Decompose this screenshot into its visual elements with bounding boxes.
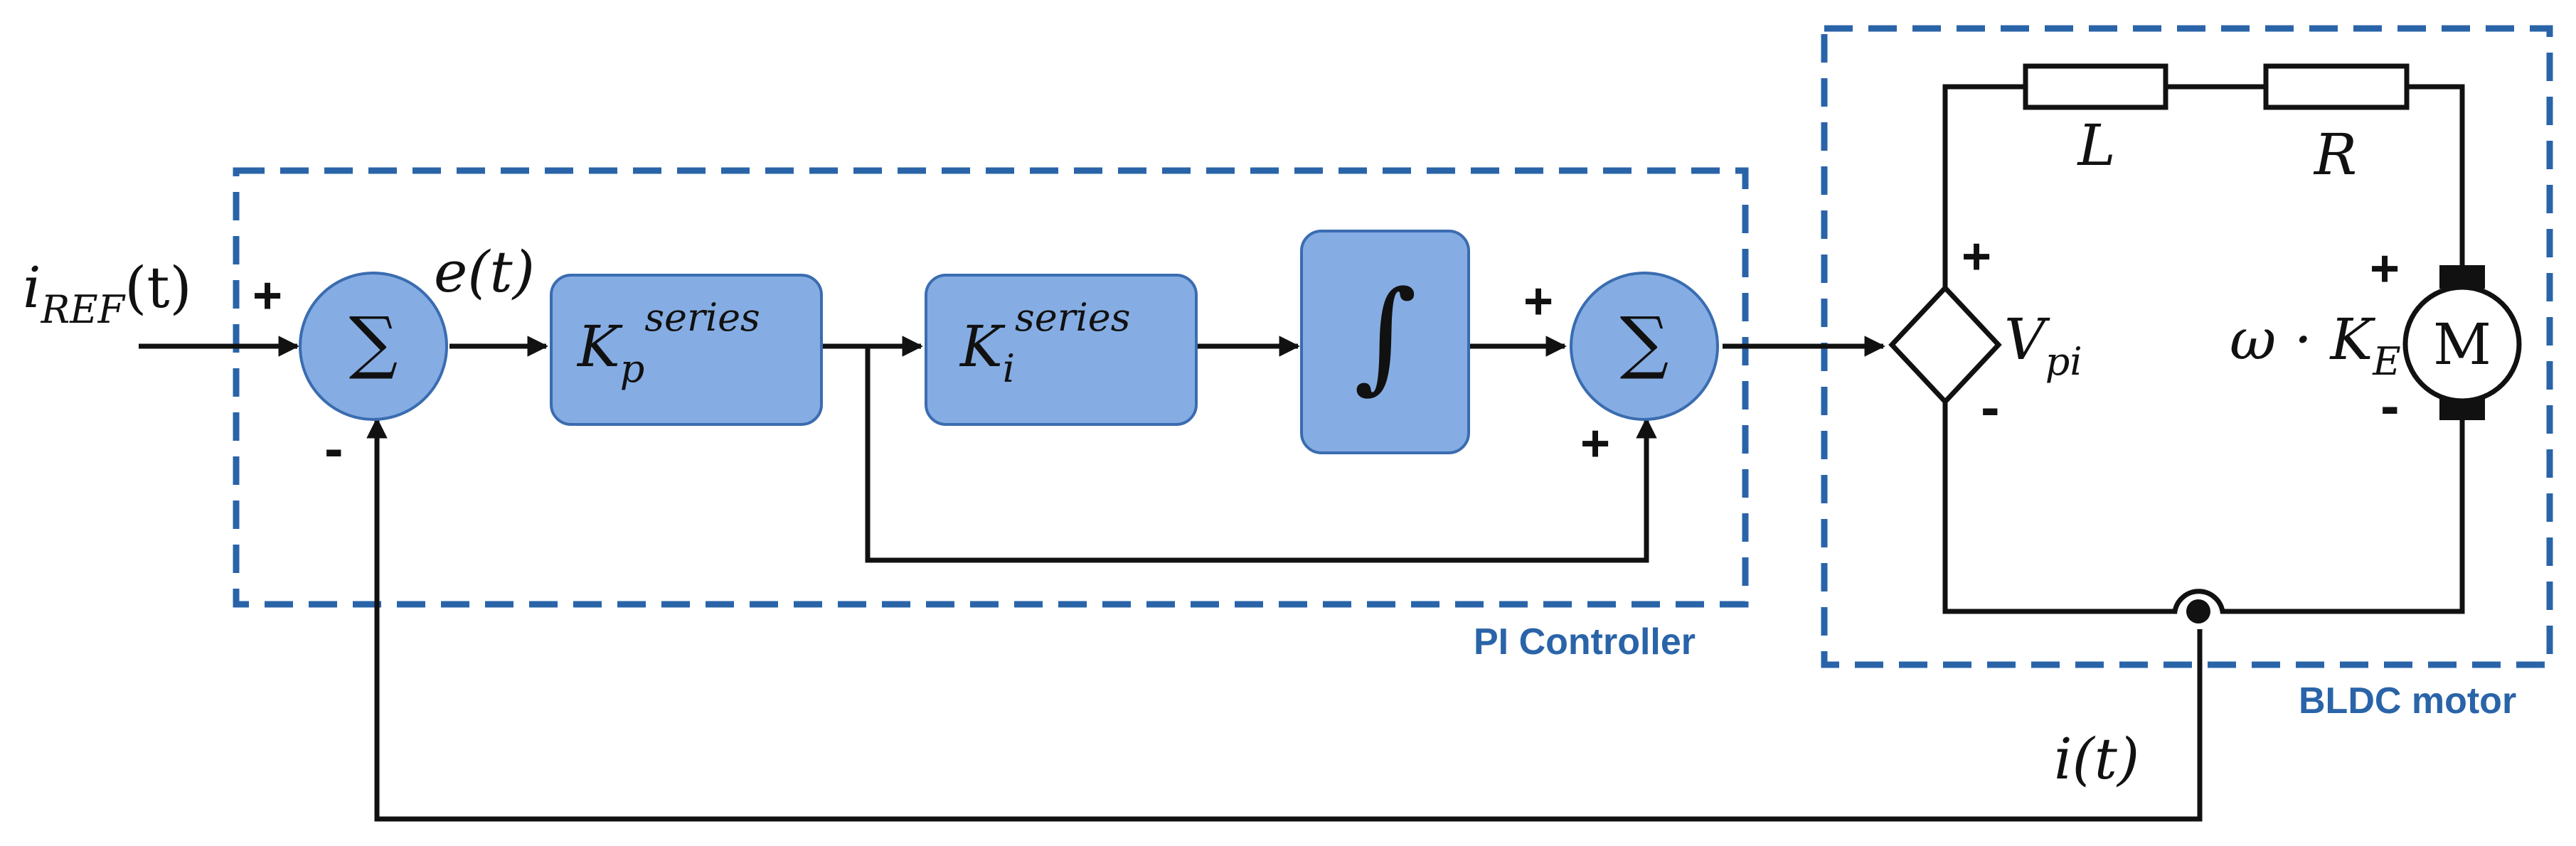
sign-minus-motor: -	[2380, 374, 2400, 437]
current-sensor-dot	[2186, 599, 2210, 623]
sign-minus-feedback: -	[324, 417, 344, 480]
bldc-motor-label: BLDC motor	[2299, 680, 2516, 722]
sign-minus-source: -	[1981, 375, 2000, 439]
motor-symbol-label: M	[2433, 311, 2491, 378]
inductor-label: L	[2076, 112, 2115, 178]
sum-junction-1	[299, 272, 448, 421]
kp-block	[550, 274, 823, 426]
sign-plus-bypass: +	[1580, 415, 1610, 472]
pi-controller-frame	[233, 167, 1749, 608]
feedback-signal-label: i(t)	[2054, 726, 2139, 792]
sign-plus-integrator: +	[1523, 273, 1553, 330]
integrator-symbol: ∫	[1354, 265, 1417, 406]
sum-junction-2	[1570, 272, 1719, 421]
sign-plus-source: +	[1962, 228, 1991, 285]
proportional-bypass-wire	[865, 346, 1657, 563]
voltage-source-diamond	[1888, 284, 2002, 406]
sum-symbol-1: ∑	[349, 302, 398, 382]
error-signal-label: e(t)	[434, 239, 535, 305]
ki-block	[925, 274, 1198, 426]
kp-label: Kpseries	[576, 295, 760, 391]
ki-label: Kiseries	[959, 295, 1130, 391]
circuit-loop	[1942, 84, 2465, 614]
sum-symbol-2: ∑	[1620, 302, 1669, 382]
resistor-element	[2263, 63, 2410, 110]
feedback-wire	[366, 417, 2203, 822]
pi-controller-label: PI Controller	[1474, 621, 1696, 663]
inductor-element	[2023, 63, 2168, 110]
vpi-label: Vpi	[2004, 306, 2082, 384]
back-emf-label: ω · KE	[2230, 306, 2401, 384]
resistor-label: R	[2313, 122, 2357, 188]
motor-symbol	[2402, 284, 2522, 404]
sign-plus-input: +	[252, 267, 282, 324]
sign-plus-motor: +	[2370, 240, 2400, 297]
integrator-block	[1300, 230, 1470, 454]
input-signal-label: iREF(t)	[23, 255, 192, 332]
